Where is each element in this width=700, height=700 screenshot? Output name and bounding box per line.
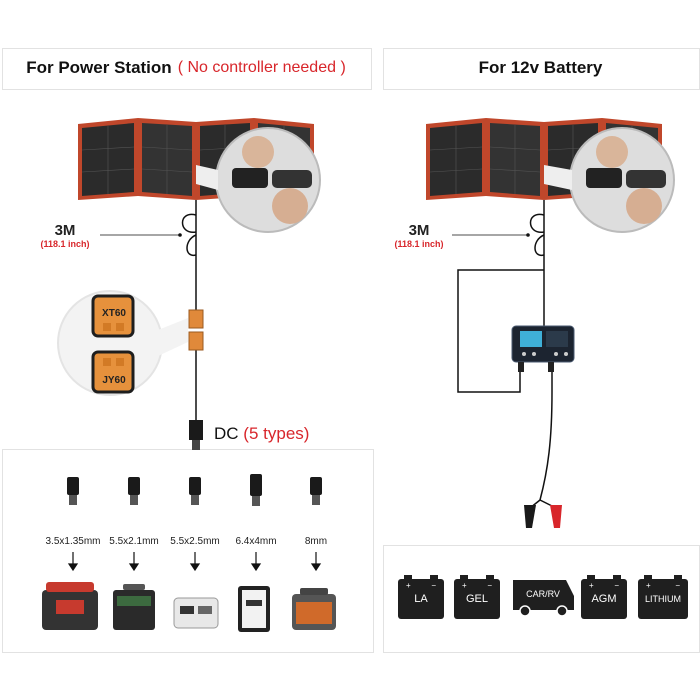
power-station-orange-icon: [292, 588, 336, 630]
dc-plugs-row: [67, 474, 322, 506]
left-zoom-pointer: [196, 165, 218, 190]
power-station-tall-icon: [238, 586, 270, 632]
right-cable: [457, 200, 553, 501]
power-station-white-icon: [173, 597, 219, 629]
left-cable-length-main: 3M: [54, 222, 76, 239]
right-cable-length-main: 3M: [408, 222, 430, 239]
left-cable-length-sub: (118.1 inch): [40, 239, 90, 249]
left-header-box: [2, 48, 372, 90]
alligator-clips-icon: [524, 499, 562, 528]
right-title: For 12v Battery: [478, 58, 603, 77]
left-header: For Power Station ( No controller needed…: [2, 48, 370, 88]
plug-arrows: [67, 552, 322, 572]
battery-gel-label: GEL: [465, 593, 488, 605]
jy60-connector-small-icon: [188, 331, 204, 351]
xt60-jy60-zoom-icon: [57, 290, 163, 396]
right-cable-length-sub: (118.1 inch): [394, 239, 444, 249]
battery-agm-icon: +− AGM: [581, 575, 627, 619]
battery-la-icon: +− LA: [398, 575, 444, 619]
plug-size-5: 8mm: [304, 536, 328, 547]
right-header: For 12v Battery: [383, 48, 698, 88]
left-note: ( No controller needed ): [177, 59, 346, 76]
left-cable-length: 3M (118.1 inch): [30, 222, 100, 249]
charge-controller-icon: [511, 325, 575, 372]
dc-types-text: (5 types): [243, 424, 310, 443]
plug-size-4: 6.4x4mm: [235, 536, 277, 547]
jy60-label: JY60: [102, 375, 126, 386]
plug-size-2: 5.5x2.1mm: [109, 536, 159, 547]
dc-plug-icon: [189, 420, 203, 450]
rv-vehicle-icon: [513, 580, 574, 617]
right-connector-zoom-icon: [569, 127, 675, 233]
battery-gel-icon: +− GEL: [454, 575, 500, 619]
battery-agm-label: AGM: [591, 593, 617, 605]
dc-label: DC (5 types): [214, 424, 309, 444]
xt60-label: XT60: [102, 308, 126, 319]
battery-carrv-label: CAR/RV: [526, 589, 560, 599]
power-station-red-icon: [42, 582, 98, 630]
left-connector-zoom-icon: [215, 127, 321, 233]
battery-lithium-icon: +− LITHIUM: [638, 575, 688, 619]
left-title: For Power Station: [26, 58, 172, 77]
right-zoom-pointer: [544, 165, 572, 190]
battery-lithium-label: LITHIUM: [645, 594, 681, 604]
battery-la-label: LA: [414, 593, 428, 605]
plug-size-1: 3.5x1.35mm: [45, 536, 101, 547]
right-cable-length: 3M (118.1 inch): [384, 222, 454, 249]
plug-size-3: 5.5x2.5mm: [170, 536, 220, 547]
connector-zoom-pointer: [158, 318, 188, 356]
left-cable: [181, 200, 197, 420]
power-station-green-icon: [113, 584, 155, 630]
dc-label-text: DC: [214, 424, 239, 443]
xt60-connector-small-icon: [188, 309, 204, 329]
